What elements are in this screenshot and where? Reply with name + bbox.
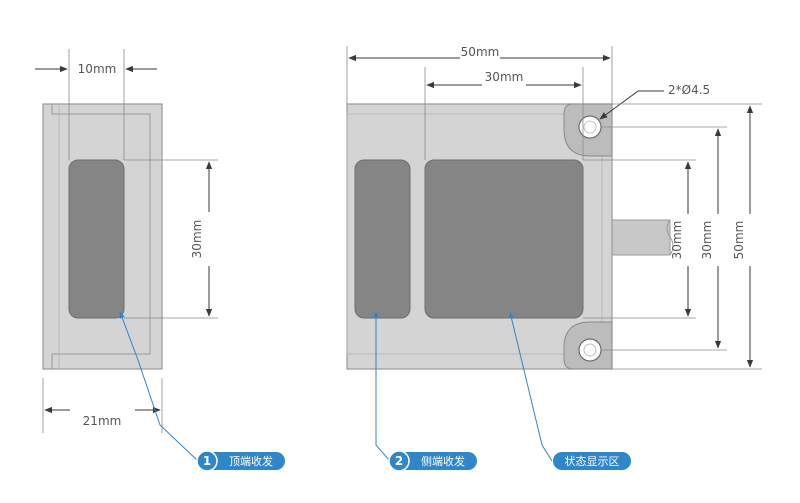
callout-label-status-display: 状态显示区 — [565, 454, 620, 468]
callout-label-top-transceiver: 顶端收发 — [229, 454, 273, 468]
dim-front-window-width-label: 30mm — [485, 70, 524, 84]
dim-side-bottom-label: 21mm — [83, 414, 122, 428]
hole-callout: 2*Ø4.5 — [599, 83, 710, 120]
cable-break — [666, 219, 674, 256]
leader-side-transceiver — [373, 311, 391, 462]
cable — [609, 219, 671, 256]
side-view — [42, 103, 163, 370]
status-display-window — [424, 159, 584, 319]
dim-side-bottom: 21mm — [42, 378, 163, 433]
callout-status-display: 状态显示区 — [553, 452, 631, 470]
dim-front-total-width-label: 50mm — [461, 45, 500, 59]
dim-side-window-height-label: 30mm — [190, 220, 204, 259]
dim-front-window-height-label: 30mm — [670, 221, 684, 260]
dim-front-hole-spacing: 30mm — [601, 126, 727, 351]
side-view-inner-outline — [51, 104, 151, 369]
front-view-side-window — [354, 159, 411, 319]
callout-label-side-transceiver: 侧端收发 — [421, 454, 465, 468]
mounting-hole-bottom — [563, 321, 613, 370]
dim-side-window-height: 30mm — [124, 159, 218, 319]
front-view-inner-outline — [346, 113, 603, 355]
mounting-hole-top — [563, 103, 613, 157]
leader-top-transceiver — [119, 311, 199, 462]
side-view-window — [68, 159, 125, 319]
dim-side-top-label: 10mm — [78, 62, 117, 76]
dim-side-top: 10mm — [35, 49, 157, 160]
callout-number-1: 1 — [203, 454, 211, 468]
leader-status-display — [508, 311, 553, 462]
front-view — [346, 103, 674, 370]
dim-front-total-height-label: 50mm — [732, 221, 746, 260]
dim-front-total-height: 50mm — [612, 103, 762, 370]
dim-front-hole-spacing-label: 30mm — [700, 221, 714, 260]
callout-number-2: 2 — [395, 454, 403, 468]
callout-side-transceiver: 2 侧端收发 — [388, 450, 477, 472]
dim-front-window-width: 30mm — [424, 67, 584, 160]
dim-front-window-height: 30mm — [583, 159, 696, 319]
dim-front-total-width: 50mm — [346, 45, 613, 104]
hole-callout-label: 2*Ø4.5 — [668, 83, 710, 97]
callout-top-transceiver: 1 顶端收发 — [196, 450, 285, 472]
